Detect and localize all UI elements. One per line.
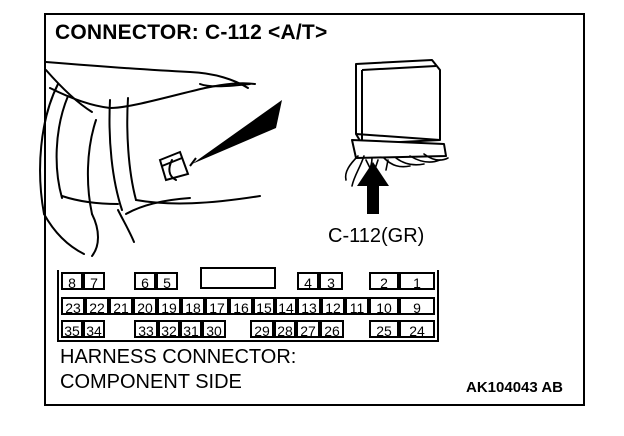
pin-23: 23 <box>61 297 85 316</box>
pin-14: 14 <box>275 297 297 316</box>
pin-9: 9 <box>399 297 435 316</box>
pin-19: 19 <box>157 297 181 316</box>
pin-22: 22 <box>85 297 109 316</box>
pin-3: 3 <box>319 272 343 291</box>
dashboard-drawing <box>39 61 261 257</box>
pin-31: 31 <box>180 320 202 339</box>
pin-28: 28 <box>274 320 296 339</box>
pin-25: 25 <box>369 320 399 339</box>
pin-5: 5 <box>156 272 178 291</box>
pin-20: 20 <box>133 297 157 316</box>
pin-29: 29 <box>250 320 274 339</box>
pin-27: 27 <box>296 320 320 339</box>
pin-35: 35 <box>61 320 83 339</box>
dash-connector <box>158 150 190 182</box>
footer-line-1: HARNESS CONNECTOR: <box>60 346 297 368</box>
diagram-frame <box>44 13 585 406</box>
pin-34: 34 <box>83 320 105 339</box>
pin-11: 11 <box>345 297 369 316</box>
pin-1: 1 <box>399 272 435 291</box>
figure-code: AK104043 AB <box>466 379 563 396</box>
pin-12: 12 <box>321 297 345 316</box>
pin-26: 26 <box>320 320 344 339</box>
pin-4: 4 <box>297 272 319 291</box>
pin-33: 33 <box>134 320 158 339</box>
pin-7: 7 <box>83 272 105 291</box>
pin-2: 2 <box>369 272 399 291</box>
footer-line-2: COMPONENT SIDE <box>60 371 242 393</box>
wire-harness <box>344 153 449 187</box>
pin-21: 21 <box>109 297 133 316</box>
pin-32: 32 <box>158 320 180 339</box>
pointer-wedge <box>192 100 282 164</box>
pin-10: 10 <box>369 297 399 316</box>
ecu-module <box>351 59 447 159</box>
pin-8: 8 <box>61 272 83 291</box>
diagram-title: CONNECTOR: C-112 <A/T> <box>55 21 328 44</box>
connector-label: C-112(GR) <box>328 225 425 247</box>
pin-13: 13 <box>297 297 321 316</box>
pointer-arrow <box>357 162 389 214</box>
pin-17: 17 <box>205 297 229 316</box>
pin-15: 15 <box>253 297 275 316</box>
pin-16: 16 <box>229 297 253 316</box>
pin-24: 24 <box>399 320 435 339</box>
pin-6: 6 <box>134 272 156 291</box>
pin-30: 30 <box>202 320 226 339</box>
pin-18: 18 <box>181 297 205 316</box>
